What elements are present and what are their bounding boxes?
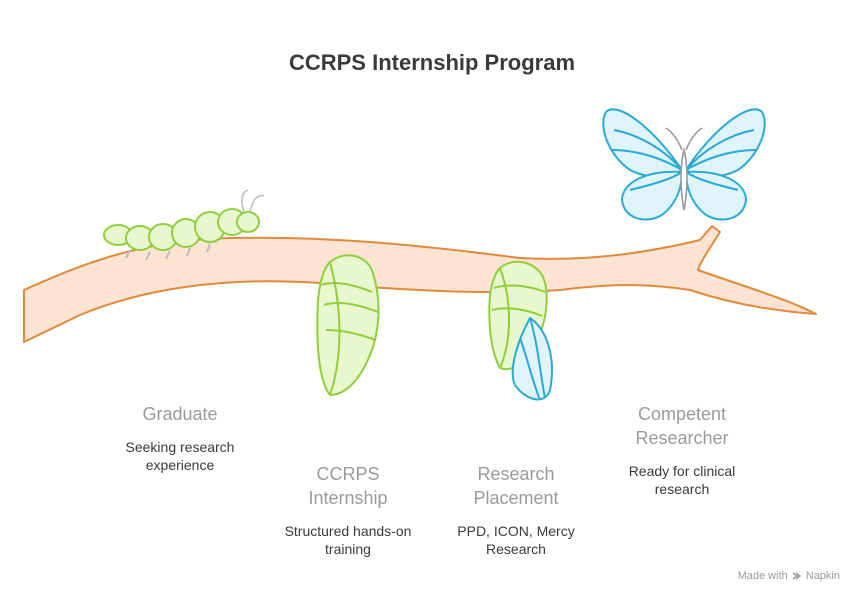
stage-description-competent-researcher: Ready for clinical research: [628, 463, 736, 497]
stage-title-research-placement: Research Placement: [473, 464, 559, 508]
butterfly-icon: [602, 108, 766, 221]
stage-title-competent-researcher: Competent Researcher: [635, 404, 729, 448]
branding-prefix: Made with: [737, 570, 788, 582]
stage-description-ccrps-internship: Structured hands-on training: [284, 523, 412, 557]
caterpillar-icon: [103, 189, 265, 261]
diagram-title: CCRPS Internship Program: [288, 50, 576, 75]
stage-description-research-placement: PPD, ICON, Mercy Research: [457, 523, 575, 557]
stage-title-graduate: Graduate: [142, 404, 218, 424]
branding-name: Napkin: [805, 570, 840, 582]
napkin-logo-icon: [792, 572, 801, 580]
stage-title-ccrps-internship: CCRPS Internship: [308, 464, 388, 508]
emerging-chrysalis-icon: [488, 260, 553, 401]
made-with-napkin: Made with Napkin: [738, 570, 840, 582]
stage-description-graduate: Seeking research experience: [125, 439, 235, 473]
chrysalis-icon: [316, 254, 380, 397]
